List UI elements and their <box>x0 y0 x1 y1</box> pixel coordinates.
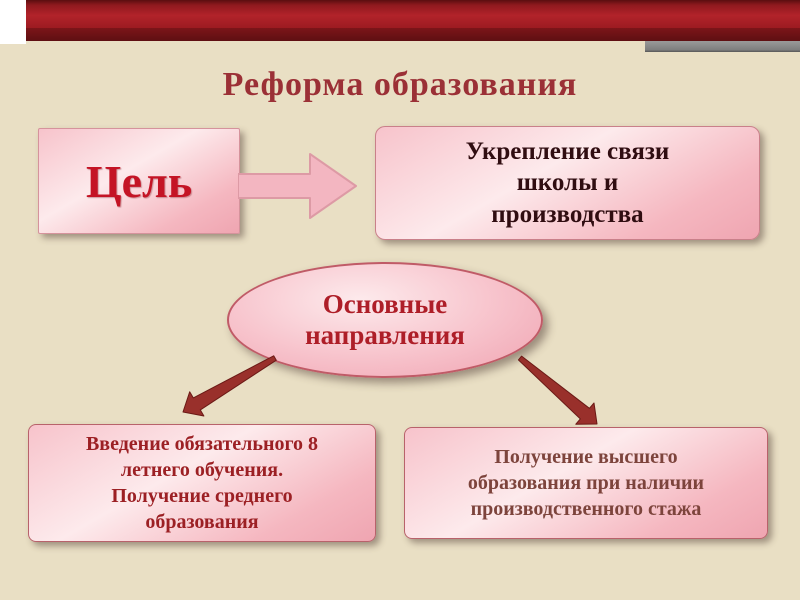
block-arrow-right-shape <box>238 153 357 219</box>
slide-title: Реформа образования <box>222 66 578 103</box>
header-gray-accent <box>645 41 800 52</box>
arrow-down-right-icon <box>517 355 598 425</box>
directions-ellipse: Основные направления <box>227 262 543 378</box>
arrow-down-left-shape <box>182 355 277 417</box>
direction-right-box: Получение высшего образования при наличи… <box>404 427 768 539</box>
header-corner <box>0 0 26 44</box>
arrow-down-right-shape <box>517 355 598 425</box>
block-arrow-right-icon <box>238 153 357 219</box>
header-bar-red <box>26 0 800 28</box>
arrow-down-left-icon <box>182 355 277 417</box>
header-stripe-dark <box>26 28 800 41</box>
directions-label: Основные направления <box>305 288 465 350</box>
goal-box: Цель <box>38 128 240 234</box>
goal-result-box: Укрепление связи школы и производства <box>375 126 760 240</box>
direction-left-text: Введение обязательного 8 летнего обучени… <box>85 433 319 533</box>
goal-result-text: Укрепление связи школы и производства <box>465 138 670 228</box>
goal-label: Цель <box>85 155 193 207</box>
direction-right-text: Получение высшего образования при наличи… <box>467 446 705 520</box>
direction-left-box: Введение обязательного 8 летнего обучени… <box>28 424 376 542</box>
